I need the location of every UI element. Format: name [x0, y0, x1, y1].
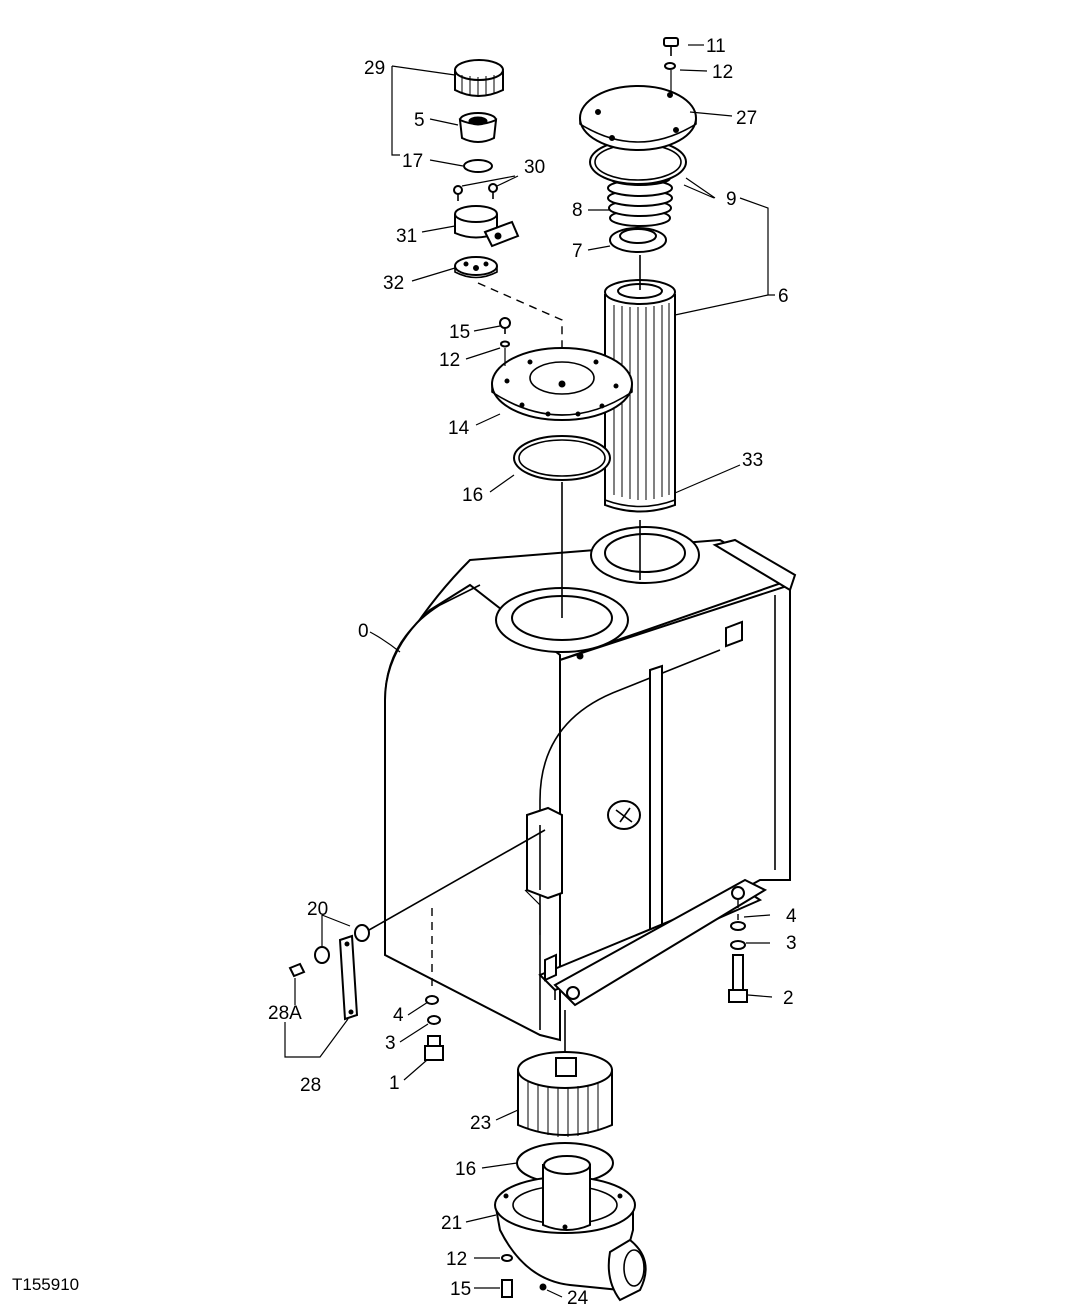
- callout-33: 33: [742, 450, 763, 471]
- adapter-31: [454, 205, 520, 248]
- leader-lines: [284, 44, 775, 1298]
- handle-28: [288, 829, 546, 1021]
- callout-16: 16: [462, 485, 483, 506]
- callout-7: 7: [572, 241, 583, 262]
- o-ring-16: [513, 435, 611, 481]
- filler-cover-14: [491, 347, 633, 421]
- callout-28A: 28A: [268, 1003, 302, 1024]
- callout-21: 21: [441, 1213, 462, 1234]
- strainer-5: [458, 112, 498, 143]
- callout-0: 0: [358, 621, 369, 642]
- hydraulic-tank: [384, 538, 797, 1042]
- screw-11: [663, 37, 679, 92]
- callout-4: 4: [786, 906, 797, 927]
- callout-1: 1: [389, 1073, 400, 1094]
- callout-4b: 4: [393, 1005, 404, 1026]
- callout-5: 5: [414, 110, 425, 131]
- callout-3: 3: [786, 933, 797, 954]
- callout-12b: 12: [439, 350, 460, 371]
- figure-id: T155910: [12, 1275, 79, 1294]
- breather-cap: [454, 59, 504, 97]
- callout-labels: 11 12 27 9 8 7 6 29 5 17 30 31 32 15 12 …: [12, 36, 797, 1309]
- callout-8: 8: [572, 200, 583, 221]
- callout-12c: 12: [446, 1249, 467, 1270]
- callout-3b: 3: [385, 1033, 396, 1054]
- bolt-2: [728, 900, 748, 1003]
- screw-15: [499, 317, 511, 366]
- callout-24: 24: [567, 1288, 589, 1304]
- callout-12: 12: [712, 62, 733, 83]
- callout-30: 30: [524, 157, 545, 178]
- callout-28: 28: [300, 1075, 321, 1096]
- callout-31: 31: [396, 226, 417, 247]
- callout-29: 29: [364, 58, 385, 79]
- screw-15b: [501, 1254, 547, 1298]
- callout-15b: 15: [450, 1279, 471, 1300]
- callout-11: 11: [706, 36, 726, 57]
- screws-30: [453, 183, 498, 201]
- callout-2: 2: [783, 988, 794, 1009]
- callout-9: 9: [726, 189, 737, 210]
- callout-15: 15: [449, 322, 470, 343]
- callout-17: 17: [402, 151, 423, 172]
- callout-23: 23: [470, 1113, 491, 1134]
- filter-cover: [579, 85, 697, 151]
- callout-14: 14: [448, 418, 470, 439]
- callout-32: 32: [383, 273, 404, 294]
- filter-element: [604, 279, 676, 580]
- callout-20: 20: [307, 899, 328, 920]
- plate-32: [454, 256, 498, 279]
- bolt-1: [424, 908, 444, 1061]
- callout-16b: 16: [455, 1159, 476, 1180]
- callout-27: 27: [736, 108, 757, 129]
- bypass-valve: [609, 227, 667, 290]
- suction-strainer-23: [517, 1051, 613, 1137]
- callout-6: 6: [778, 286, 789, 307]
- seal-17: [463, 159, 493, 173]
- suction-housing-21: [494, 1155, 647, 1302]
